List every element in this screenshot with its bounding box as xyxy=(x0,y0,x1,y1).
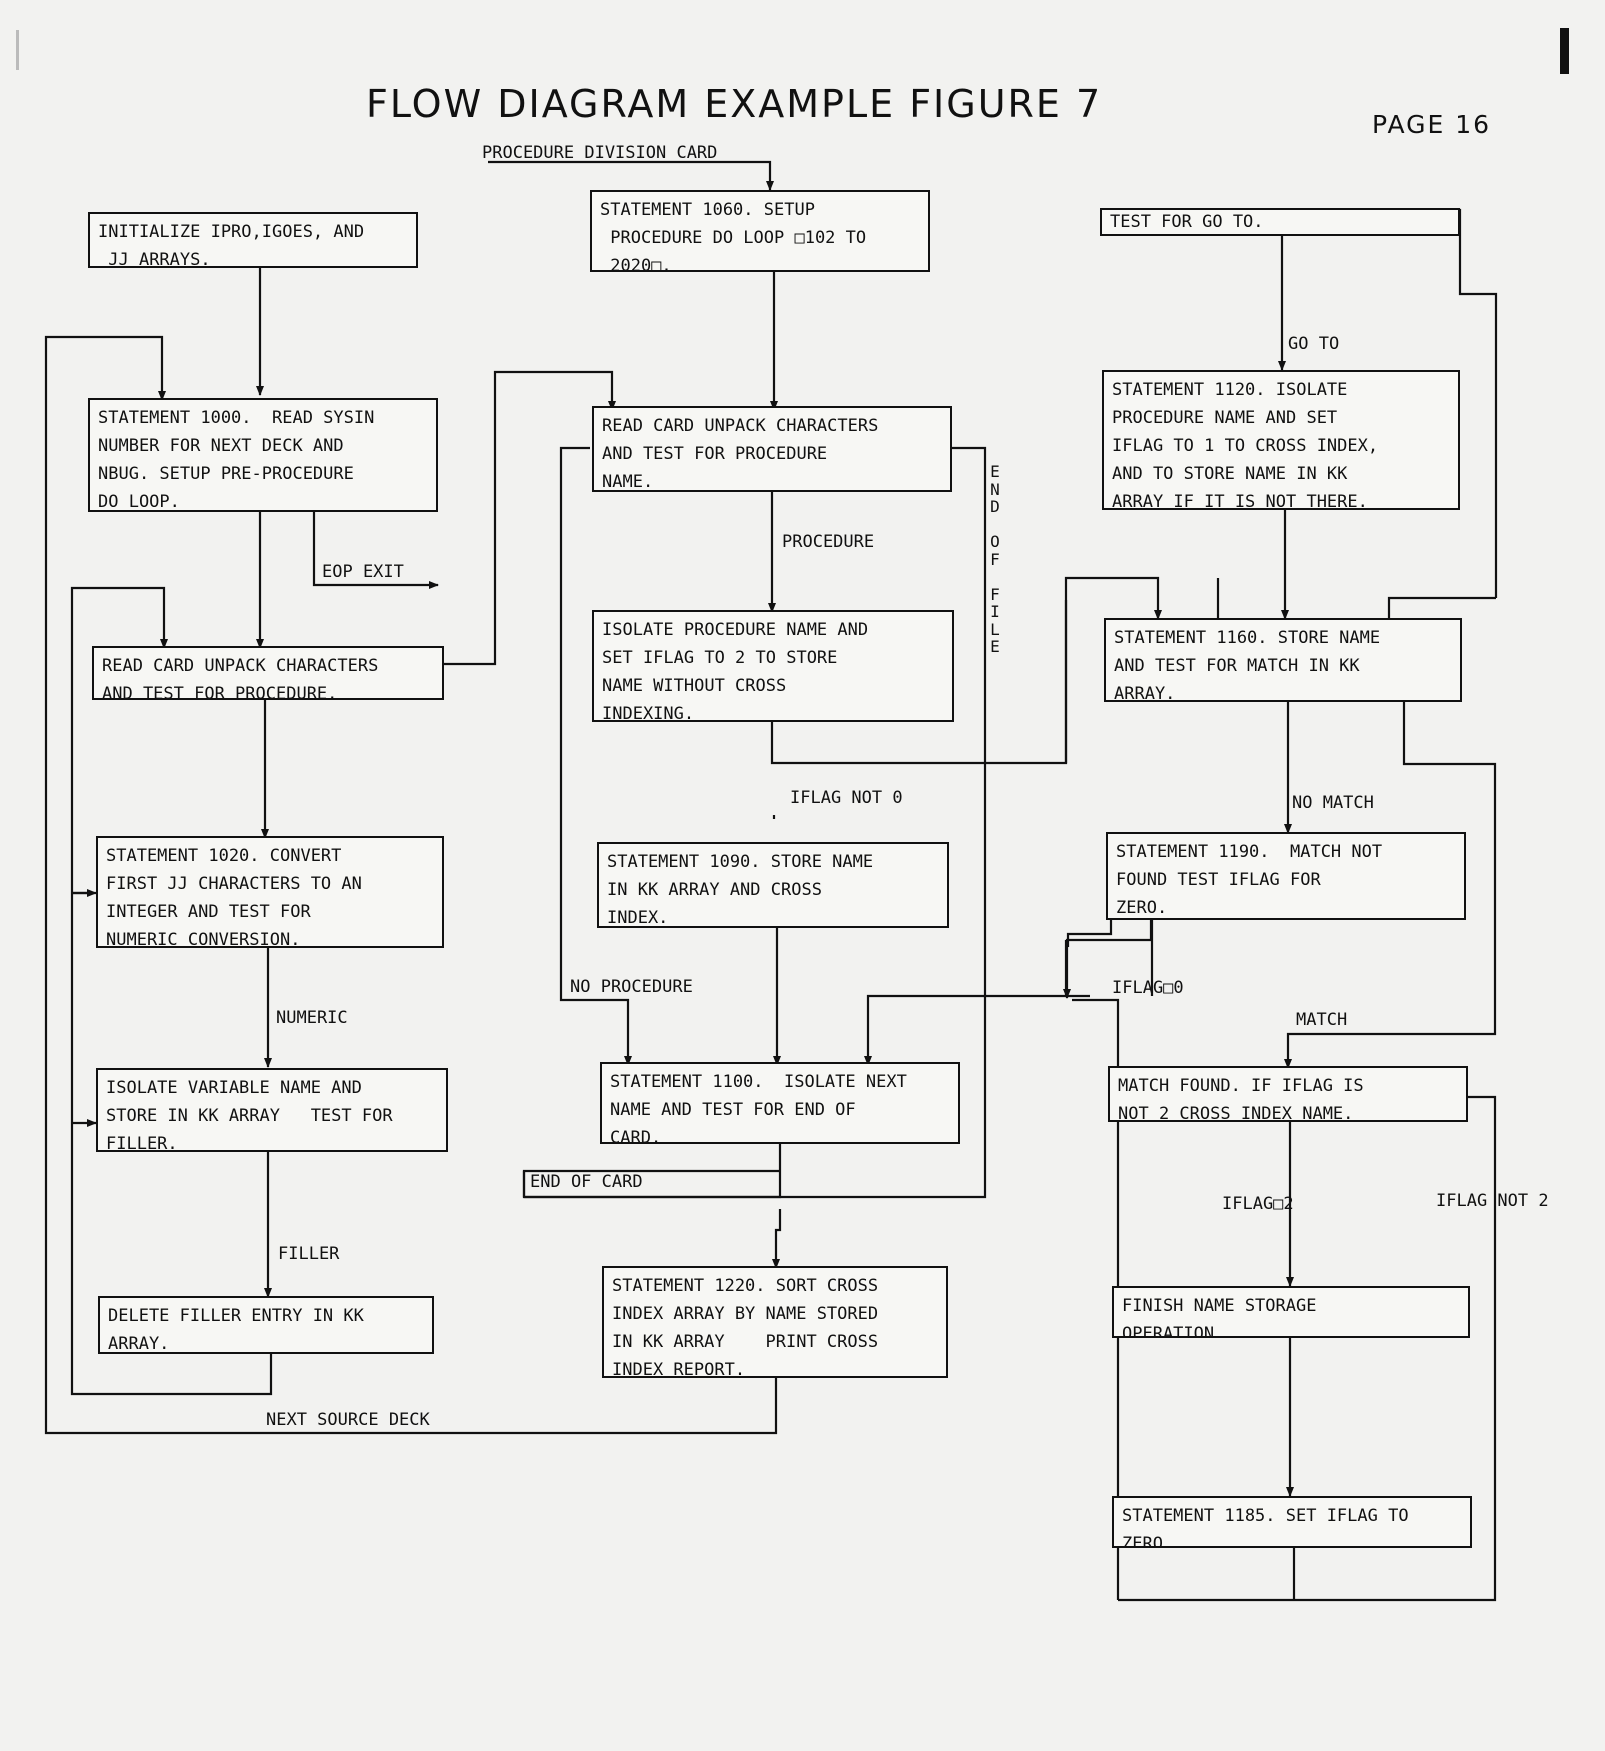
box-isolate-procedure: ISOLATE PROCEDURE NAME AND SET IFLAG TO … xyxy=(592,610,954,722)
edge-1100-end-of-card xyxy=(524,1142,782,1199)
edge-delete-loop xyxy=(70,586,273,1396)
label-next-source-deck: NEXT SOURCE DECK xyxy=(266,1410,430,1430)
label-no-procedure: NO PROCEDURE xyxy=(570,977,693,997)
box-read-card-left: READ CARD UNPACK CHARACTERS AND TEST FOR… xyxy=(92,646,444,700)
box-initialize: INITIALIZE IPRO,IGOES, AND JJ ARRAYS. xyxy=(88,212,418,268)
label-filler: FILLER xyxy=(278,1244,340,1264)
label-iflag-not-0: IFLAG NOT 0 xyxy=(790,788,903,808)
label-iflag-not-2: IFLAG NOT 2 xyxy=(1436,1191,1549,1211)
label-eop-exit: EOP EXIT xyxy=(322,562,404,582)
edge-1190-not0 xyxy=(1065,886,1113,948)
edge-to-1220 xyxy=(772,1209,782,1269)
label-procedure: PROCEDURE xyxy=(782,532,875,552)
edge-goto-not xyxy=(1458,208,1498,598)
box-statement-1100: STATEMENT 1100. ISOLATE NEXT NAME AND TE… xyxy=(600,1062,960,1144)
edge-eoc-to-1220 xyxy=(522,1169,780,1197)
box-statement-1060: STATEMENT 1060. SETUP PROCEDURE DO LOOP … xyxy=(590,190,930,272)
box-statement-1090: STATEMENT 1090. STORE NAME IN KK ARRAY A… xyxy=(597,842,949,928)
label-numeric: NUMERIC xyxy=(276,1008,348,1028)
edge-back-to-1100 xyxy=(864,994,1090,1066)
edge-read-no-procedure xyxy=(559,446,632,1066)
box-finish-name-storage: FINISH NAME STORAGE OPERATION xyxy=(1112,1286,1470,1338)
box-delete-filler: DELETE FILLER ENTRY IN KK ARRAY. xyxy=(98,1296,434,1354)
box-match-found: MATCH FOUND. IF IFLAG IS NOT 2 CROSS IND… xyxy=(1108,1066,1468,1122)
corner-mark xyxy=(1560,28,1569,74)
label-match: MATCH xyxy=(1296,1010,1348,1030)
edge-1160-match xyxy=(1284,700,1497,1069)
box-isolate-variable: ISOLATE VARIABLE NAME AND STORE IN KK AR… xyxy=(96,1068,448,1152)
box-statement-1220: STATEMENT 1220. SORT CROSS INDEX ARRAY B… xyxy=(602,1266,948,1378)
box-test-go-to: TEST FOR GO TO. xyxy=(1100,208,1460,236)
box-statement-1000: STATEMENT 1000. READ SYSIN NUMBER FOR NE… xyxy=(88,398,438,512)
edge-read-to-procdiv xyxy=(444,370,616,666)
edge-procdiv-card xyxy=(488,160,774,191)
box-read-card-middle: READ CARD UNPACK CHARACTERS AND TEST FOR… xyxy=(592,406,952,492)
edge-not-goto-down xyxy=(1387,596,1496,619)
edge-match-not2 xyxy=(1290,1095,1497,1602)
box-statement-1160: STATEMENT 1160. STORE NAME AND TEST FOR … xyxy=(1104,618,1462,702)
edge-eop-exit xyxy=(312,510,439,589)
label-procedure-division-card: PROCEDURE DIVISION CARD xyxy=(482,143,718,163)
figure-title: FLOW DIAGRAM EXAMPLE FIGURE 7 xyxy=(366,82,1103,126)
label-end-of-card: END OF CARD xyxy=(530,1172,643,1192)
box-statement-1190: STATEMENT 1190. MATCH NOT FOUND TEST IFL… xyxy=(1106,832,1466,920)
label-iflag-eq-0: IFLAG□0 xyxy=(1112,978,1184,998)
edge-mark xyxy=(16,30,19,70)
label-go-to: GO TO xyxy=(1288,334,1340,354)
label-iflag-eq-2: IFLAG□2 xyxy=(1222,1194,1294,1214)
edge-next-deck xyxy=(44,335,778,1435)
box-statement-1120: STATEMENT 1120. ISOLATE PROCEDURE NAME A… xyxy=(1102,370,1460,510)
label-no-match: NO MATCH xyxy=(1292,793,1374,813)
box-statement-1020: STATEMENT 1020. CONVERT FIRST JJ CHARACT… xyxy=(96,836,444,948)
box-statement-1185: STATEMENT 1185. SET IFLAG TO ZERO. xyxy=(1112,1496,1472,1548)
page-number: PAGE 16 xyxy=(1372,110,1492,139)
